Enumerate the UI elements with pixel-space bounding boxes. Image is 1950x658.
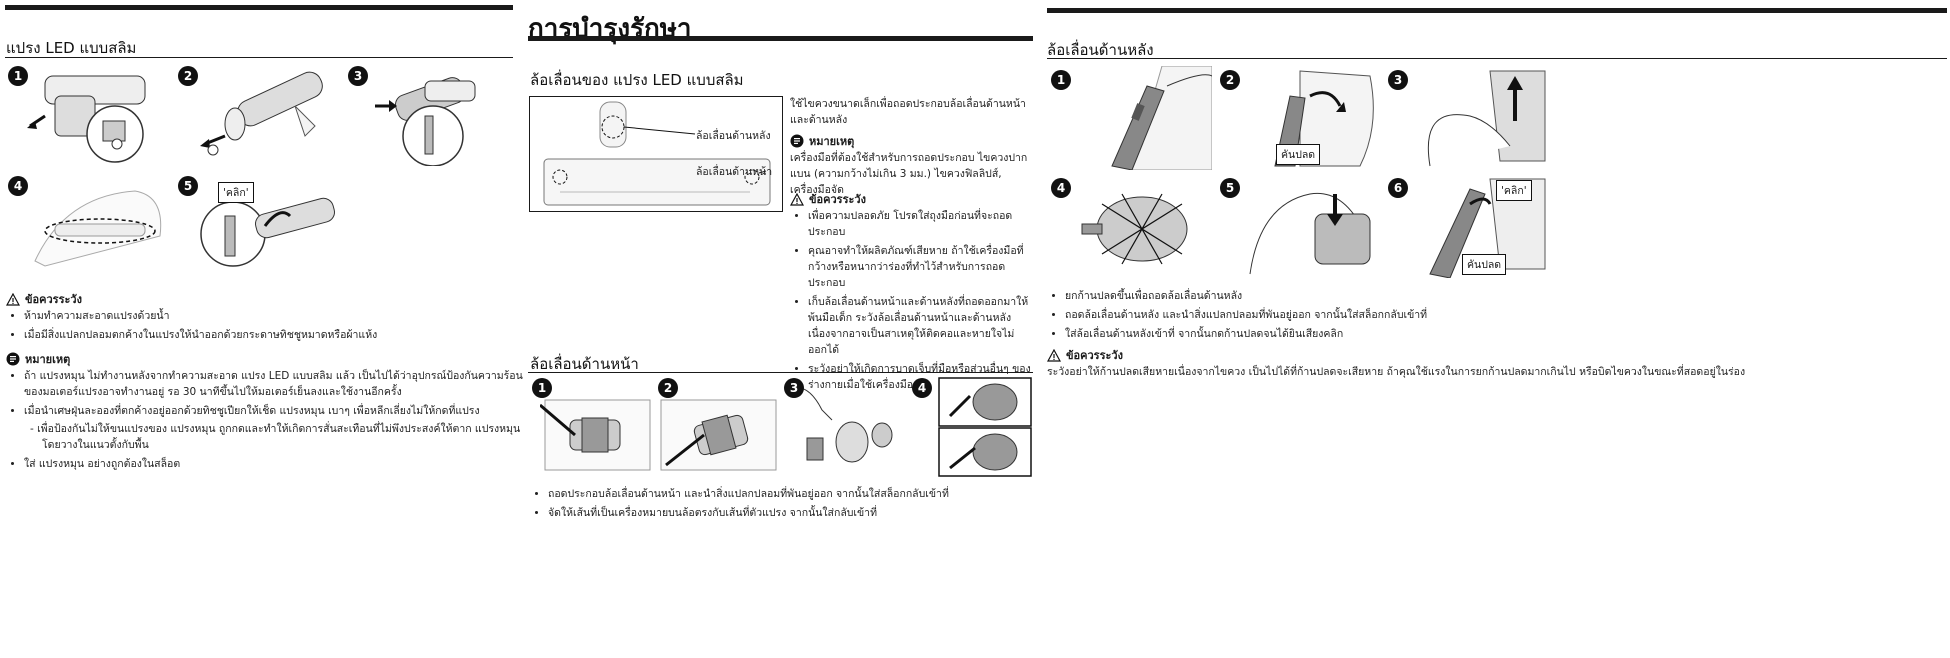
note-icon bbox=[790, 134, 804, 148]
caution-header-col2: ข้อควรระวัง bbox=[790, 190, 866, 208]
caution-title: ข้อควรระวัง bbox=[1066, 349, 1123, 362]
step-number-2: 2 bbox=[1220, 70, 1240, 90]
release-lever-label-1: คันปลด bbox=[1276, 144, 1321, 165]
list-item: ถอดประกอบล้อเลื่อนด้านหน้า และนำสิ่งแปลก… bbox=[548, 486, 1048, 502]
list-item: ห้ามทำความสะอาดแปรงด้วยน้ำ bbox=[24, 308, 524, 324]
illustration-front-caster-step-2 bbox=[656, 380, 781, 475]
list-item: เพื่อความปลอดภัย โปรดใส่ถุงมือก่อนที่จะถ… bbox=[808, 208, 1032, 240]
title-rule bbox=[528, 36, 1033, 41]
note-sub-list: เพื่อป้องกันไม่ให้ขนแปรงของ แปรงหมุน ถูก… bbox=[24, 421, 524, 453]
warning-icon bbox=[1047, 348, 1061, 362]
section-title-front-caster: ล้อเลื่อนด้านหน้า bbox=[530, 355, 639, 373]
illustration-rear-caster-step-5 bbox=[1240, 174, 1380, 278]
warning-icon bbox=[790, 192, 804, 206]
list-item: ถ้า แปรงหมุน ไม่ทำงานหลังจากทำความสะอาด … bbox=[24, 368, 524, 400]
list-item: เพื่อป้องกันไม่ให้ขนแปรงของ แปรงหมุน ถูก… bbox=[37, 421, 524, 453]
step-number-5: 5 bbox=[178, 176, 198, 196]
note-title: หมายเหตุ bbox=[25, 353, 71, 366]
rear-caster-list: ยกก้านปลดขึ้นเพื่อถอดล้อเลื่อนด้านหลัง ถ… bbox=[1047, 288, 1945, 345]
note-title: หมายเหตุ bbox=[809, 135, 855, 148]
section-title-slim-led-brush: แปรง LED แบบสลิม bbox=[6, 39, 137, 57]
illustration-brush-step-1 bbox=[25, 66, 175, 166]
step-number-2: 2 bbox=[658, 378, 678, 398]
illustration-brush-step-2 bbox=[195, 66, 345, 166]
step-number-5: 5 bbox=[1220, 178, 1240, 198]
step-number-2: 2 bbox=[178, 66, 198, 86]
illustration-front-caster-step-4 bbox=[935, 376, 1033, 478]
label-front-caster: ล้อเลื่อนด้านหน้า bbox=[696, 166, 773, 178]
step-number-3: 3 bbox=[1388, 70, 1408, 90]
caution-list-col1: ห้ามทำความสะอาดแปรงด้วยน้ำ เมื่อมีสิ่งแป… bbox=[6, 308, 524, 346]
step-number-4: 4 bbox=[912, 378, 932, 398]
warning-icon bbox=[6, 292, 20, 306]
list-item: จัดให้เส้นที่เป็นเครื่องหมายบนล้อตรงกับเ… bbox=[548, 505, 1048, 521]
section-title-rear-caster: ล้อเลื่อนด้านหลัง bbox=[1047, 41, 1154, 59]
step-number-1: 1 bbox=[8, 66, 28, 86]
section-rule bbox=[5, 57, 513, 58]
illustration-rear-caster-step-6 bbox=[1410, 174, 1550, 278]
caster-diagram-box bbox=[529, 96, 783, 212]
note-header-col1: หมายเหตุ bbox=[6, 350, 70, 368]
list-item: ใส่ แปรงหมุน อย่างถูกต้องในสล็อต bbox=[24, 456, 524, 472]
list-item: เมื่อมีสิ่งแปลกปลอมตกค้างในแปรงให้นำออกด… bbox=[24, 327, 524, 343]
step-number-4: 4 bbox=[8, 176, 28, 196]
illustration-brush-step-3 bbox=[365, 66, 515, 166]
list-item: ใส่ล้อเลื่อนด้านหลังเข้าที่ จากนั้นกดก้า… bbox=[1065, 326, 1945, 342]
note-item-text: เมื่อนำเศษฝุ่นละอองที่ตกค้างอยู่ออกด้วยท… bbox=[24, 405, 480, 417]
caution-header-col1: ข้อควรระวัง bbox=[6, 290, 82, 308]
page-title: การบำรุงรักษา bbox=[528, 14, 692, 44]
caster-intro: ใช้ไขควงขนาดเล็กเพื่อถอดประกอบล้อเลื่อนด… bbox=[790, 98, 1026, 126]
step-number-1: 1 bbox=[1051, 70, 1071, 90]
illustration-rear-caster-step-1 bbox=[1072, 66, 1212, 170]
release-lever-label-2: คันปลด bbox=[1462, 254, 1507, 275]
caution-title: ข้อควรระวัง bbox=[25, 293, 82, 306]
front-caster-list: ถอดประกอบล้อเลื่อนด้านหน้า และนำสิ่งแปลก… bbox=[530, 486, 1048, 524]
list-item: เก็บล้อเลื่อนด้านหน้าและด้านหลังที่ถอดออ… bbox=[808, 294, 1032, 358]
illustration-front-caster-step-3 bbox=[782, 380, 910, 475]
section-rule bbox=[1047, 58, 1947, 59]
step-number-6: 6 bbox=[1388, 178, 1408, 198]
illustration-rear-caster-step-4 bbox=[1072, 174, 1212, 278]
illustration-rear-caster-step-3 bbox=[1410, 66, 1550, 170]
top-rule-col1 bbox=[5, 5, 513, 10]
note-header-col2: หมายเหตุ bbox=[790, 132, 854, 150]
list-item: เมื่อนำเศษฝุ่นละอองที่ตกค้างอยู่ออกด้วยท… bbox=[24, 403, 524, 453]
click-label-col1: 'คลิก' bbox=[218, 182, 254, 203]
caution-text-col3: ระวังอย่าให้ก้านปลดเสียหายเนื่องจากไขควง… bbox=[1047, 366, 1746, 378]
step-number-3: 3 bbox=[348, 66, 368, 86]
note-text-col2: เครื่องมือที่ต้องใช้สำหรับการถอดประกอบ ไ… bbox=[790, 152, 1028, 196]
list-item: คุณอาจทำให้ผลิตภัณฑ์เสียหาย ถ้าใช้เครื่อ… bbox=[808, 243, 1032, 291]
step-number-3: 3 bbox=[784, 378, 804, 398]
caution-header-col3: ข้อควรระวัง bbox=[1047, 346, 1123, 364]
label-rear-caster: ล้อเลื่อนด้านหลัง bbox=[696, 130, 771, 142]
illustration-front-caster-step-1 bbox=[540, 380, 655, 475]
step-number-4: 4 bbox=[1051, 178, 1071, 198]
note-icon bbox=[6, 352, 20, 366]
list-item: ยกก้านปลดขึ้นเพื่อถอดล้อเลื่อนด้านหลัง bbox=[1065, 288, 1945, 304]
section-title-caster: ล้อเลื่อนของ แปรง LED แบบสลิม bbox=[530, 71, 744, 89]
illustration-brush-step-4 bbox=[25, 176, 175, 276]
caution-list-col2: เพื่อความปลอดภัย โปรดใส่ถุงมือก่อนที่จะถ… bbox=[790, 208, 1032, 396]
list-item: ถอดล้อเลื่อนด้านหลัง และนำสิ่งแปลกปลอมที… bbox=[1065, 307, 1945, 323]
step-number-1: 1 bbox=[532, 378, 552, 398]
illustration-brush-step-5 bbox=[195, 176, 345, 276]
caution-title: ข้อควรระวัง bbox=[809, 193, 866, 206]
click-label-col3: 'คลิก' bbox=[1496, 180, 1532, 201]
note-list-col1: ถ้า แปรงหมุน ไม่ทำงานหลังจากทำความสะอาด … bbox=[6, 368, 524, 475]
top-rule-col3 bbox=[1047, 8, 1947, 13]
section-rule bbox=[528, 372, 1033, 373]
